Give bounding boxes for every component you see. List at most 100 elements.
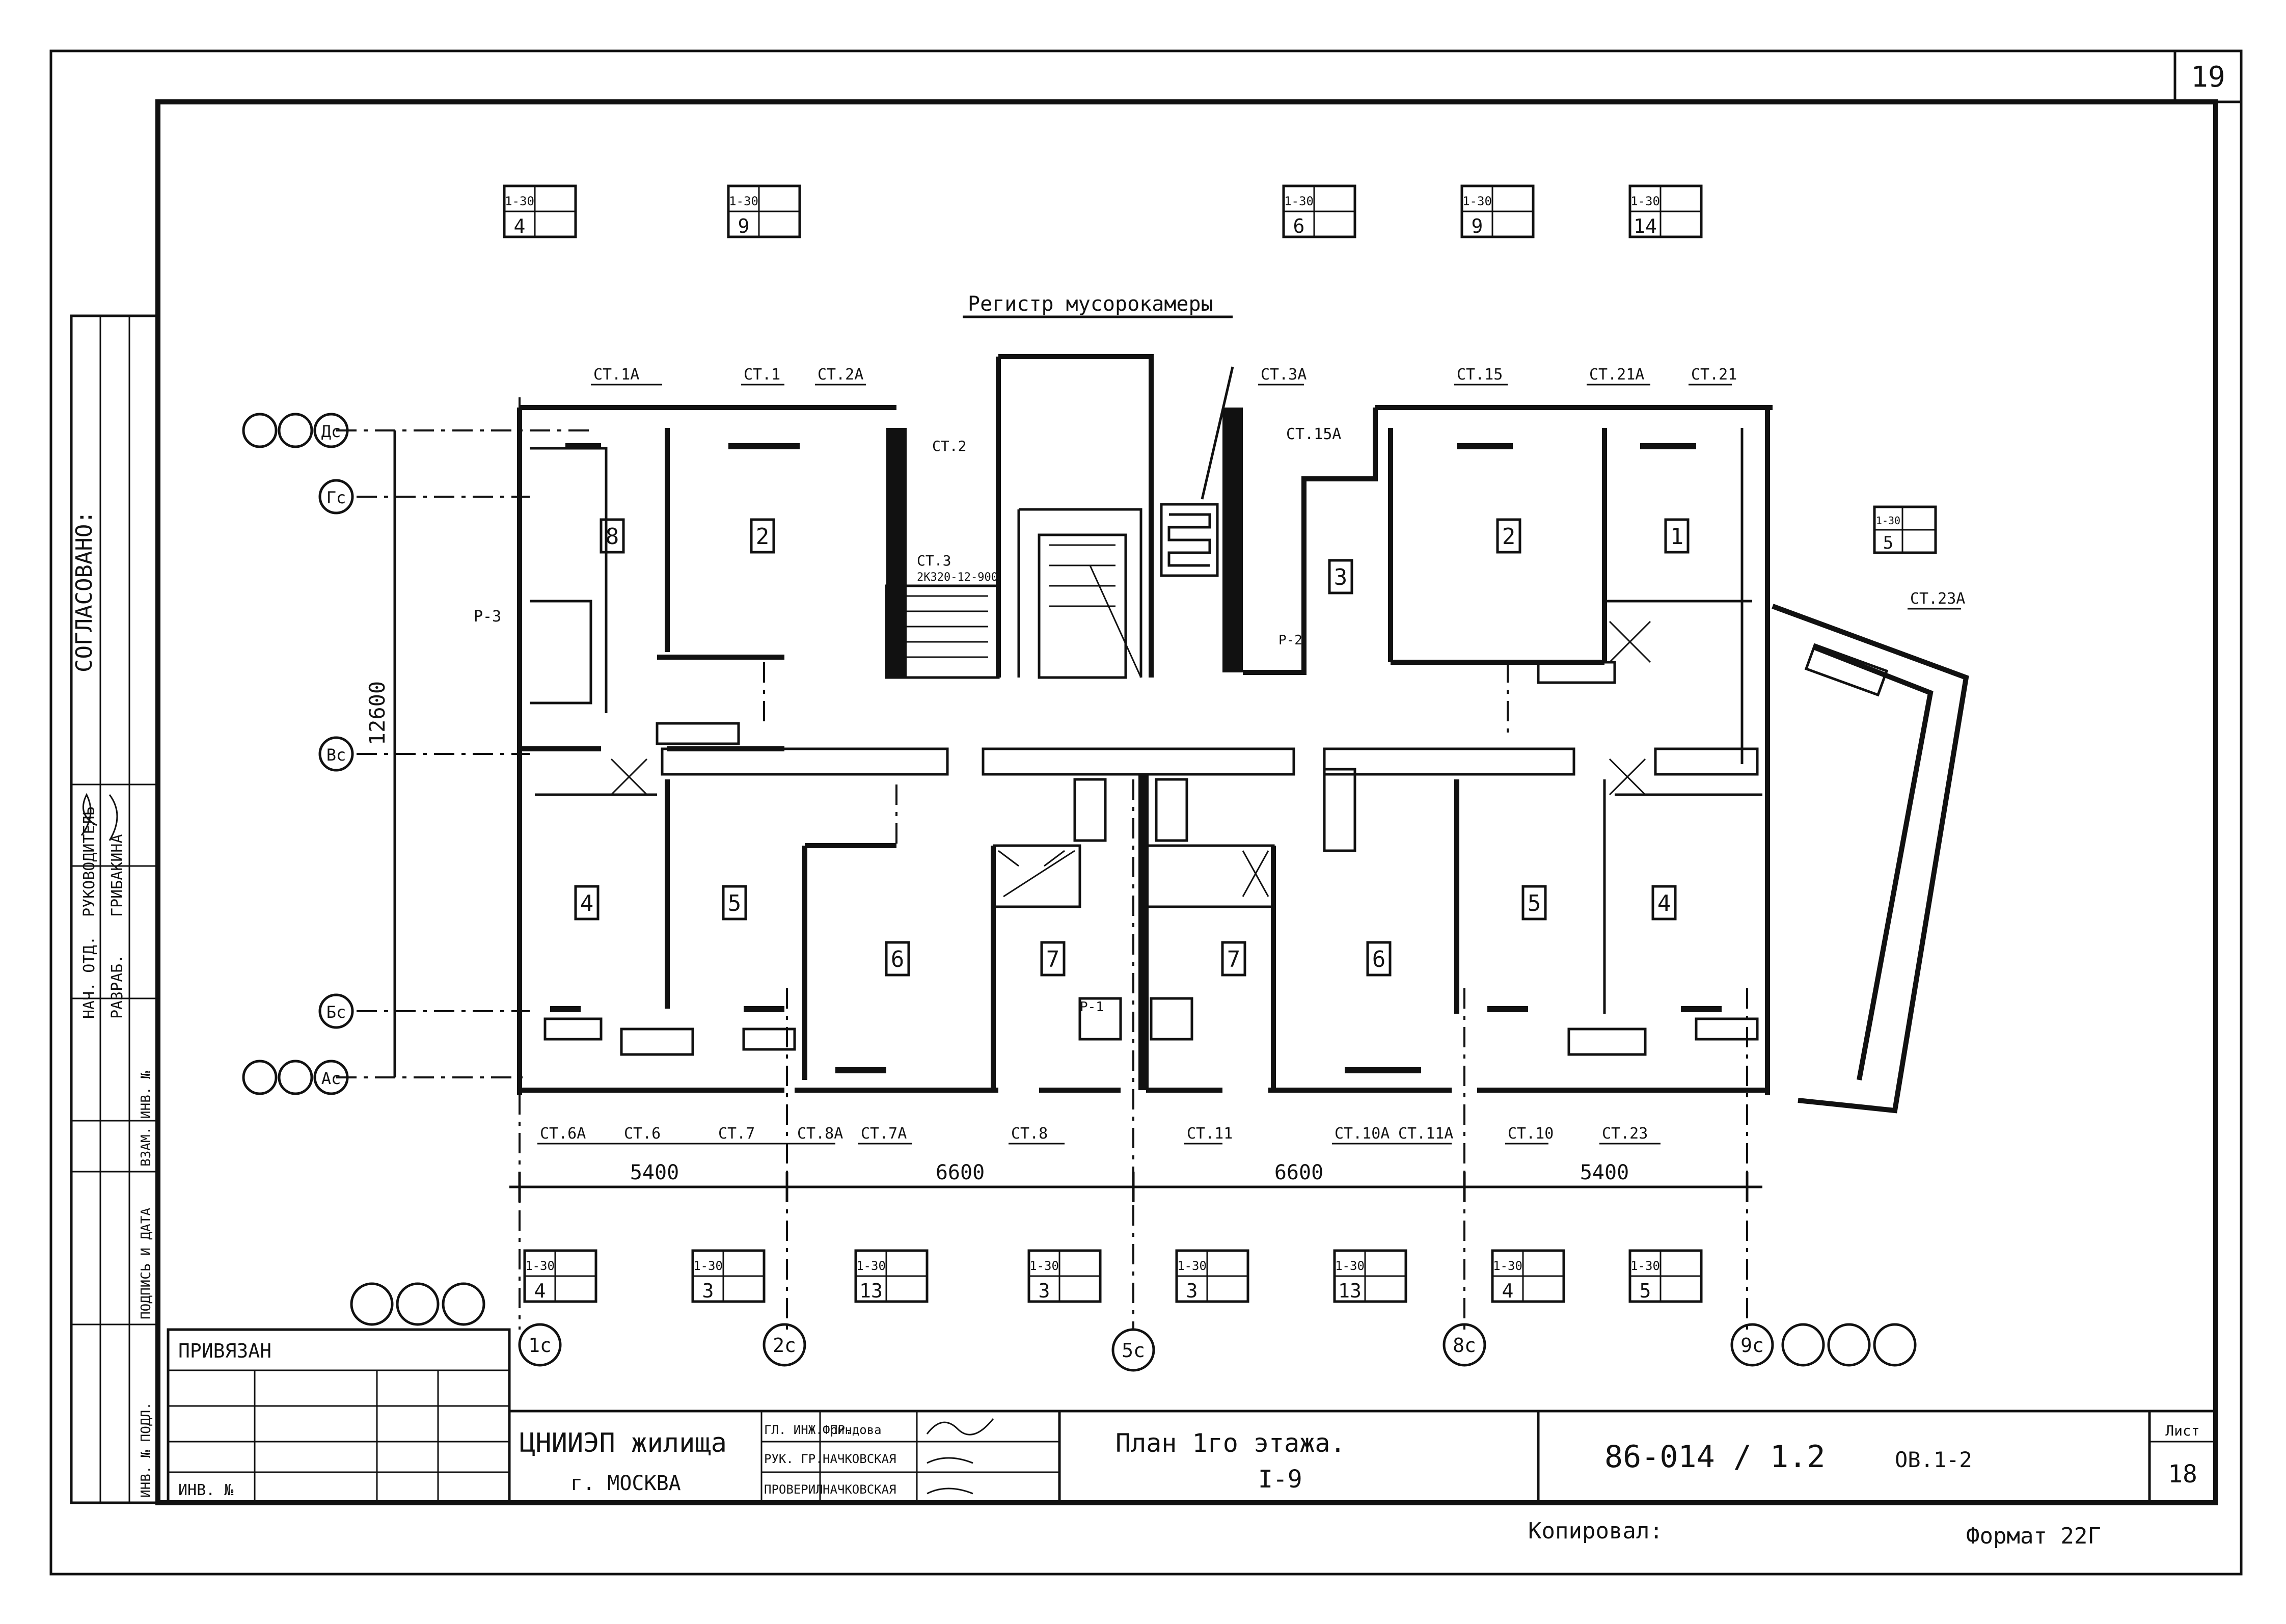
riser-st2: СТ.2 — [932, 438, 966, 454]
axis-bubble-Bc — [318, 993, 354, 1029]
svg-text:13: 13 — [1338, 1280, 1362, 1302]
svg-text:1-30: 1-30 — [525, 1259, 555, 1273]
axis-bubble-Vc — [318, 736, 354, 772]
garbage-register: Регистр мусорокамеры — [963, 292, 1234, 577]
svg-text:13: 13 — [859, 1280, 883, 1302]
riser-st1: СТ.1 — [744, 366, 780, 384]
svg-text:1-30: 1-30 — [693, 1259, 723, 1273]
dimension-4: 5400 — [1580, 1161, 1629, 1184]
sheet-number-top: 19 — [2191, 61, 2225, 94]
heater-tags: 1-30 4 1-30 9 1-30 6 1-30 9 1-30 14 — [503, 184, 1937, 1303]
riser-st21a: СТ.21А — [1589, 366, 1644, 384]
stair-core — [885, 354, 1243, 679]
svg-text:9: 9 — [738, 215, 750, 237]
staff-signature-3 — [927, 1487, 973, 1495]
heater-tag: 1-30 4 — [503, 184, 577, 238]
svg-text:1-30: 1-30 — [505, 194, 534, 208]
axis-label-8c: 8с — [1453, 1334, 1476, 1357]
axis-label-Dc: Дс — [321, 422, 341, 441]
axis-label-5c: 5с — [1122, 1339, 1145, 1362]
riser-st21: СТ.21 — [1691, 366, 1737, 384]
svg-text:3: 3 — [1039, 1280, 1050, 1302]
title-block: ПРИВЯЗАН ИНВ. № ЦНИИЭП жилища г. МОСКВА … — [167, 1328, 2217, 1504]
riser-st23a: СТ.23А — [1910, 590, 1965, 608]
room-3: 3 — [1334, 564, 1348, 590]
sheet-number: 18 — [2168, 1460, 2197, 1488]
outer-frame — [49, 49, 2243, 1576]
heater-tag: 1-30 4 — [1491, 1249, 1565, 1303]
signature-mark — [80, 793, 118, 841]
riser-st11a: СТ.11А — [1398, 1125, 1453, 1143]
staff-name-3: НАЧКОВСКАЯ — [823, 1482, 896, 1497]
wing-equipment — [1804, 643, 1889, 697]
room-8: 8 — [606, 524, 619, 550]
riser-st2a: СТ.2А — [818, 366, 863, 384]
axis-bubble-8c — [1443, 1323, 1486, 1367]
svg-text:1-30: 1-30 — [729, 194, 758, 208]
sheet-label: Лист — [2165, 1422, 2199, 1439]
riser-st6: СТ.6 — [624, 1125, 661, 1143]
svg-text:14: 14 — [1634, 215, 1657, 237]
inv-number-label: ИНВ. № — [178, 1481, 233, 1499]
room-7-left: 7 — [1046, 946, 1060, 972]
stamp-role-1: НАЧ. ОТД. — [80, 936, 98, 1019]
svg-text:1-30: 1-30 — [1876, 515, 1900, 527]
riser-st7a: СТ.7А — [861, 1125, 907, 1143]
stamp-name-2: ГРИБАКИНА — [108, 834, 126, 917]
riser-st8a: СТ.8А — [797, 1125, 843, 1143]
album-code: ОВ.1-2 — [1895, 1447, 1972, 1472]
riser-st3-note: 2КЗ20-12-900 — [917, 571, 998, 584]
dimension-3: 6600 — [1274, 1161, 1323, 1184]
svg-text:1-30: 1-30 — [1335, 1259, 1365, 1273]
axis-bubble-5c — [1111, 1328, 1155, 1372]
riser-st15: СТ.15 — [1457, 366, 1503, 384]
left-stamp: СОГЛАСОВАНО: НАЧ. ОТД. РУКОВОДИТЕЛЬ РАЗР… — [70, 314, 159, 1504]
svg-text:1-30: 1-30 — [1630, 1259, 1660, 1273]
svg-text:9: 9 — [1472, 215, 1483, 237]
riser-st3a: СТ.3А — [1261, 366, 1307, 384]
riser-labels: СТ.1А СТ.1 СТ.2А СТ.2 СТ.3 2КЗ20-12-900 … — [474, 366, 1965, 1145]
axis-label-Bc: Бс — [326, 1003, 346, 1022]
axis-bubble-9c — [1730, 1323, 1774, 1367]
dimension-2: 6600 — [936, 1161, 985, 1184]
heater-tag: 1-30 3 — [1175, 1249, 1249, 1303]
staff-role-2: РУК. ГР. — [764, 1452, 823, 1466]
room-6-left: 6 — [891, 946, 905, 972]
format-label: Формат 22Г — [1966, 1523, 2101, 1549]
dimension-vertical: 12600 — [365, 681, 390, 745]
org-line-2: г. МОСКВА — [570, 1472, 681, 1495]
riser-st10: СТ.10 — [1508, 1125, 1554, 1143]
riser-p3: Р-3 — [474, 608, 501, 626]
svg-text:1-30: 1-30 — [1630, 194, 1660, 208]
angled-wing — [1772, 604, 1969, 1114]
axis-label-Vc: Вс — [326, 745, 346, 765]
staff-signature-1 — [926, 1418, 994, 1436]
stamp-replace-inv: ВЗАМ. ИНВ. № — [139, 1071, 154, 1167]
riser-st7: СТ.7 — [718, 1125, 755, 1143]
stamp-inv-original: ИНВ. № ПОДЛ. — [139, 1402, 154, 1498]
stamp-name-1: РУКОВОДИТЕЛЬ — [80, 806, 98, 917]
svg-text:1-30: 1-30 — [1284, 194, 1314, 208]
svg-text:1-30: 1-30 — [1493, 1259, 1522, 1273]
staff-role-1: ГЛ. ИНЖ. ПР. — [764, 1423, 852, 1437]
svg-text:5: 5 — [1640, 1280, 1651, 1302]
register-label: Регистр мусорокамеры — [968, 292, 1213, 316]
svg-text:4: 4 — [1502, 1280, 1514, 1302]
svg-text:1-30: 1-30 — [1462, 194, 1492, 208]
riser-st15a: СТ.15А — [1286, 425, 1341, 443]
axis-label-9c: 9с — [1740, 1334, 1764, 1357]
axis-bubble-Ac — [313, 1060, 349, 1095]
axis-label-1c: 1с — [528, 1334, 552, 1357]
heater-tag: 1-30 9 — [1460, 184, 1535, 238]
axis-bubble-Gc — [318, 479, 354, 515]
drawing-code: 86-014 / 1.2 — [1604, 1439, 1825, 1475]
room-5-left: 5 — [728, 890, 742, 916]
room-7-right: 7 — [1227, 946, 1241, 972]
room-2-left: 2 — [756, 524, 770, 550]
riser-st3: СТ.3 — [917, 552, 951, 569]
stamp-role-2: РАЗРАБ. — [108, 955, 126, 1019]
svg-text:1-30: 1-30 — [1029, 1259, 1059, 1273]
room-6-right: 6 — [1372, 946, 1386, 972]
heater-tag: 1-30 6 — [1282, 184, 1356, 238]
